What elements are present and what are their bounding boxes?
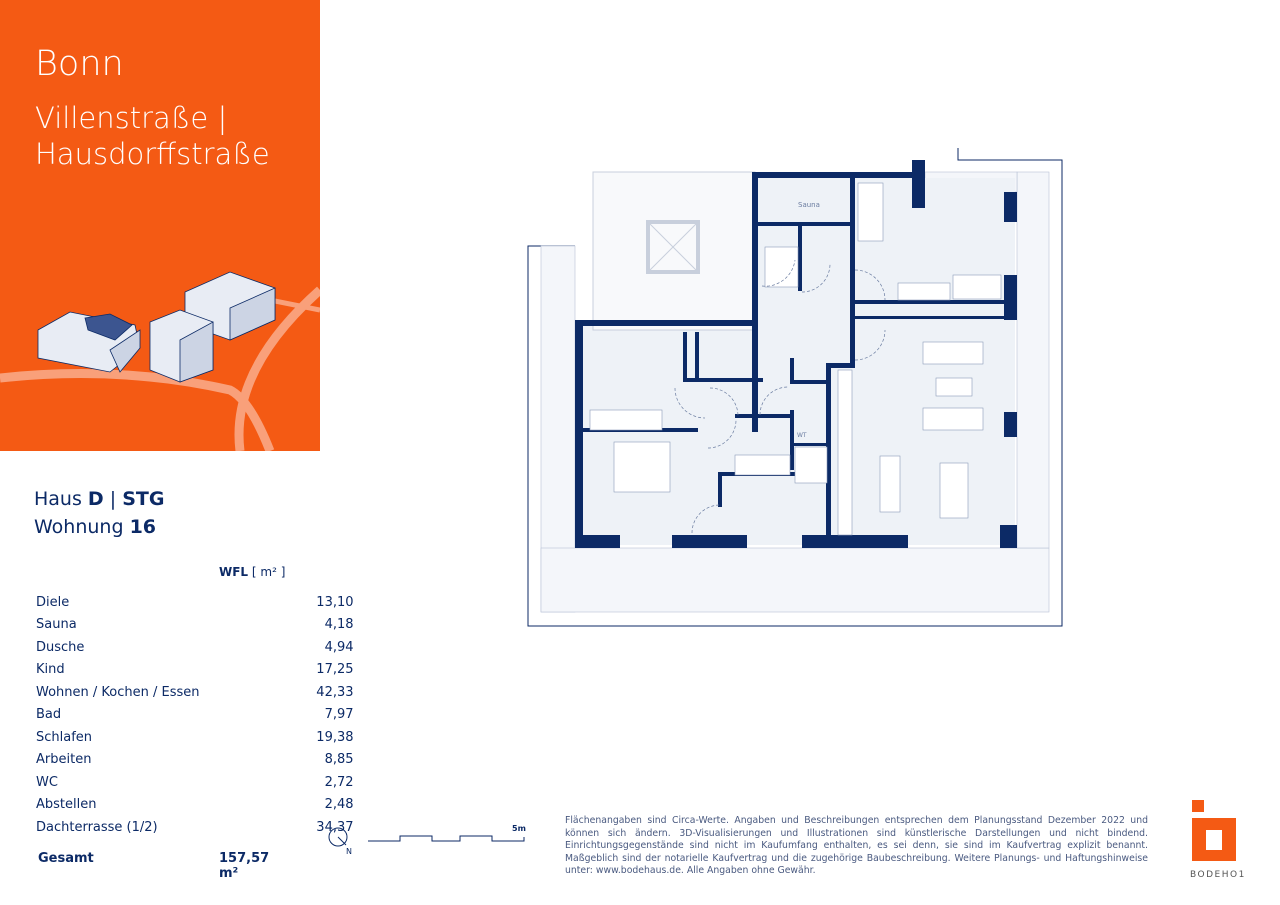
area-row: Sauna 4,18 <box>36 614 354 637</box>
haus-prefix: Haus <box>34 488 82 510</box>
area-row: Abstellen 2,48 <box>36 794 354 817</box>
area-row: WC 2,72 <box>36 771 354 794</box>
room-area: 4,18 <box>324 617 354 633</box>
room-area: 7,97 <box>324 707 354 723</box>
area-row: Wohnen / Kochen / Essen 42,33 <box>36 681 354 704</box>
room-name: Wohnen / Kochen / Essen <box>36 684 200 700</box>
wohnung-line: Wohnung 16 <box>34 513 164 541</box>
total-label: Gesamt <box>38 851 94 866</box>
walls <box>575 160 1017 548</box>
floor-code: STG <box>122 488 165 510</box>
wohnung-prefix: Wohnung <box>34 516 124 538</box>
room-name: Dachterrasse (1/2) <box>36 819 158 835</box>
room-name: Dusche <box>36 639 85 655</box>
room-area: 8,85 <box>324 752 354 768</box>
door-swings <box>674 259 886 534</box>
logo-text: BODEHO1 <box>1190 870 1246 880</box>
room-name: Arbeiten <box>36 752 92 768</box>
wohnung-number: 16 <box>129 516 157 538</box>
bodehaus-logo <box>1192 800 1236 861</box>
area-row: Kind 17,25 <box>36 659 354 682</box>
room-area: 13,10 <box>316 594 354 610</box>
street-line-1: Villenstraße | <box>35 101 228 135</box>
room-name: WC <box>36 774 58 790</box>
separator: | <box>109 488 117 510</box>
area-row: Diele 13,10 <box>36 591 354 614</box>
total-row: Gesamt 157,57 m² <box>38 851 288 881</box>
room-name: Sauna <box>36 617 77 633</box>
scale-bar: N 5m <box>328 824 526 856</box>
room-area: 42,33 <box>316 684 354 700</box>
room-name: Schlafen <box>36 729 93 745</box>
wfl-header: WFL [ m² ] <box>219 565 285 579</box>
wt-label: WT <box>797 432 807 439</box>
site-3d-illustration <box>0 271 320 451</box>
street-line-2: Hausdorffstraße <box>35 137 270 171</box>
north-arrow-icon <box>328 827 348 847</box>
room-name: Abstellen <box>36 797 97 813</box>
total-value: 157,57 m² <box>219 851 270 881</box>
city-title: Bonn <box>35 44 124 84</box>
room-name: Kind <box>36 662 65 678</box>
unit-heading: Haus D | STG Wohnung 16 <box>34 485 164 541</box>
street-title: Villenstraße | Hausdorffstraße <box>35 100 270 172</box>
hero-panel: Bonn Villenstraße | Hausdorffstraße <box>0 0 320 451</box>
wfl-label: WFL <box>219 565 249 579</box>
scale-label: 5m <box>512 824 526 833</box>
furniture <box>589 182 1002 536</box>
haus-letter: D <box>87 488 104 510</box>
area-row: Dusche 4,94 <box>36 636 354 659</box>
terrace <box>527 148 1063 627</box>
room-area: 17,25 <box>316 662 354 678</box>
area-row: Arbeiten 8,85 <box>36 749 354 772</box>
area-row: Bad 7,97 <box>36 704 354 727</box>
room-area: 4,94 <box>324 639 354 655</box>
room-area: 2,72 <box>324 774 354 790</box>
room-area: 19,38 <box>316 729 354 745</box>
room-name: Bad <box>36 707 62 723</box>
disclaimer-text: Flächenangaben sind Circa-Werte. Angaben… <box>565 815 1148 876</box>
wfl-unit: [ m² ] <box>251 565 286 579</box>
haus-line: Haus D | STG <box>34 485 164 513</box>
area-row: Schlafen 19,38 <box>36 726 354 749</box>
room-name: Diele <box>36 594 70 610</box>
room-area: 2,48 <box>324 797 354 813</box>
north-label: N <box>346 847 352 856</box>
sauna-label: Sauna <box>798 201 820 209</box>
